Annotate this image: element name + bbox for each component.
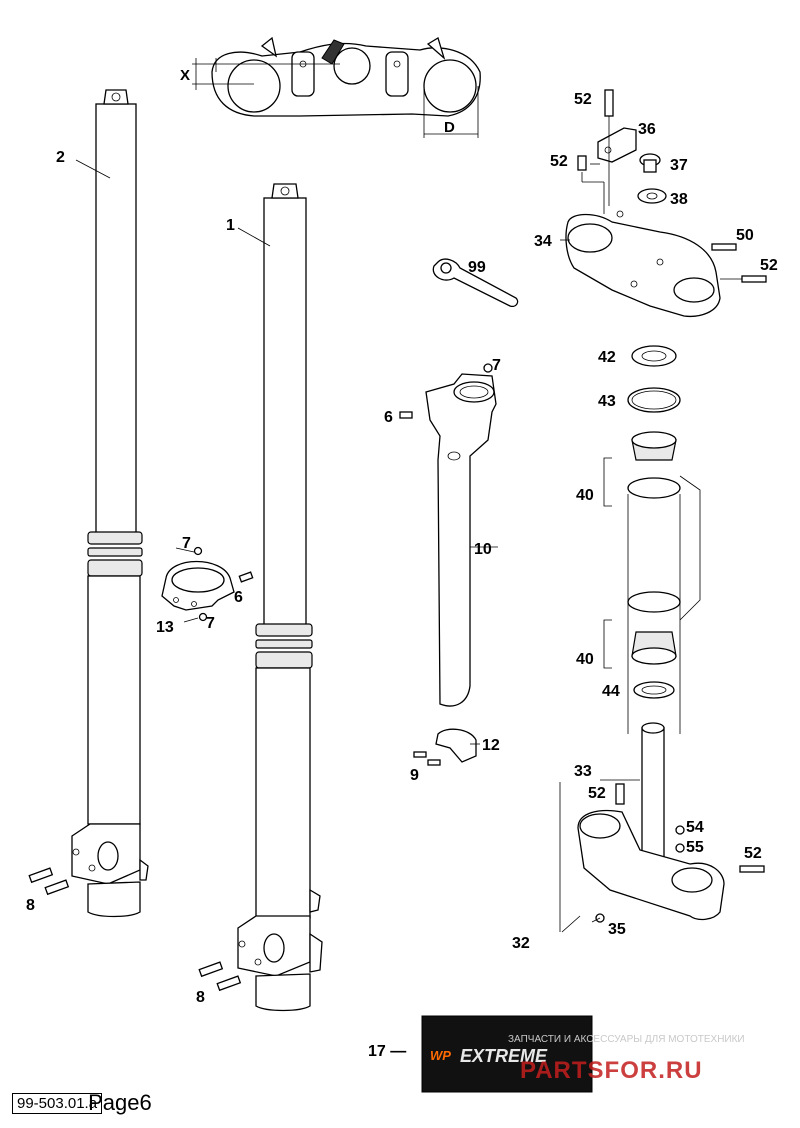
bolt-50 [711,243,737,251]
lower-triple-clamp-32 [559,782,765,932]
steering-head-tube [627,475,701,734]
bearing-40-upper [603,431,681,507]
dust-seal-42 [631,345,677,367]
callout-13: 13 [156,619,174,636]
bolt-52-left [577,155,605,214]
callout-44: 44 [602,683,620,700]
callout-1: 1 [226,217,235,234]
wrench-99 [432,258,519,308]
clamp-cap-36 [597,127,637,163]
document-code: 99-503.01.a [12,1092,103,1114]
callout-33: 33 [574,763,592,780]
fork-leg-2 [71,89,149,918]
callout-52-side: 52 [760,257,778,274]
bolt-52-side [720,275,767,283]
callout-17: 17 — [368,1043,406,1060]
decal-brand-text: EXTREME [460,1046,548,1066]
fork-guard-10 [399,363,497,707]
callout-38: 38 [670,191,688,208]
callout-12: 12 [482,737,500,754]
callout-10: 10 [474,541,492,558]
callout-7-lower: 7 [206,615,215,632]
steering-stem-33 [600,722,665,859]
o-ring-43 [627,387,681,413]
callout-43: 43 [598,393,616,410]
callout-35: 35 [608,921,626,938]
cap-nut-37 [639,153,661,173]
callout-36: 36 [638,121,656,138]
dimension-x-label: X [180,67,190,84]
callout-9: 9 [410,767,419,784]
callout-32: 32 [512,935,530,952]
page-footer: 99-503.01.a Page6 [12,1090,152,1116]
bolt-52-top [604,89,614,206]
bearing-40-lower [603,591,681,669]
callout-42: 42 [598,349,616,366]
callout-6-clamp: 6 [234,589,243,606]
callout-34: 34 [534,233,552,250]
callout-52-lower: 52 [588,785,606,802]
callout-40-upper: 40 [576,487,594,504]
fork-leg-1 [237,183,323,1012]
decal-logo-text: WP [430,1048,451,1063]
watermark-big-text: PARTSFOR.RU [520,1057,703,1084]
brake-line-guide-12 [413,728,477,766]
callout-52-top: 52 [574,91,592,108]
callout-40-lower: 40 [576,651,594,668]
washer-38 [637,188,667,204]
callout-37: 37 [670,157,688,174]
page-number: Page6 [88,1090,152,1115]
clamp-13 [161,546,254,622]
callout-52-left: 52 [550,153,568,170]
callout-2: 2 [56,149,65,166]
callout-55: 55 [686,839,704,856]
dimension-d-label: D [444,119,455,136]
watermark-small-text: ЗАПЧАСТИ И АКСЕССУАРЫ ДЛЯ МОТОТЕХНИКИ [508,1034,745,1045]
callout-8-right: 8 [196,989,205,1006]
upper-triple-clamp-top-view [192,36,481,138]
decal-17: WP EXTREME [421,1015,593,1093]
callout-50: 50 [736,227,754,244]
callout-52-clamp: 52 [744,845,762,862]
callout-6-guard: 6 [384,409,393,426]
callout-7-guard: 7 [492,357,501,374]
bolt-8-left [28,867,70,896]
callout-99: 99 [468,259,486,276]
callout-7-upper: 7 [182,535,191,552]
seal-44 [633,681,675,699]
upper-triple-clamp-34 [565,210,721,318]
bolt-8-right [198,961,242,992]
callout-54: 54 [686,819,704,836]
callout-8-left: 8 [26,897,35,914]
